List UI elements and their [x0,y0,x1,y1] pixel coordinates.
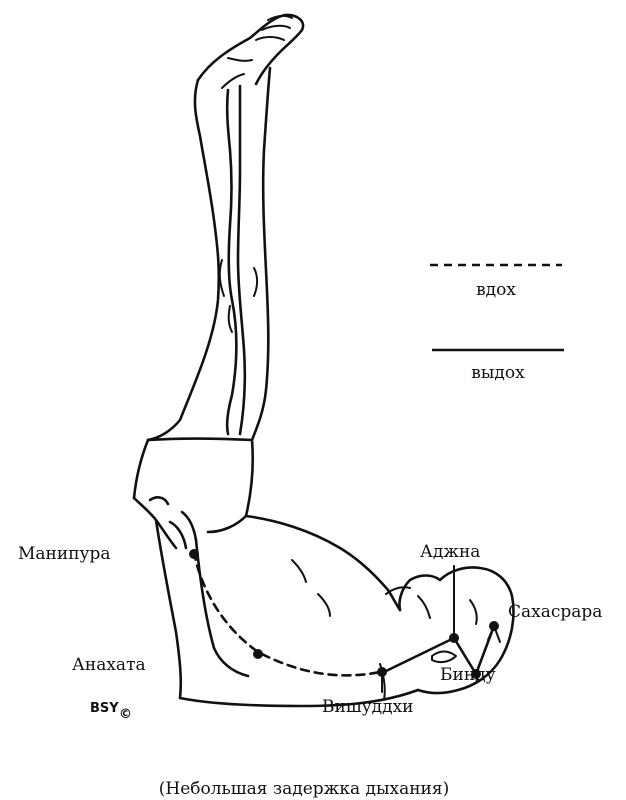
anahata-label: Анахата [72,655,146,675]
artist-signature: BSY © [90,701,132,722]
human-figure-drawing [134,15,514,706]
vishuddhi-dot [377,667,387,677]
manipura-dot [189,549,199,559]
signature-mark: © [119,707,132,722]
ajna-dot [449,633,459,643]
leg-outer [148,80,219,440]
inhale-legend-label: вдох [476,280,516,300]
anahata-dot [253,649,263,659]
chakra-labels: Манипура Анахата Вишуддхи Бинду Аджна Са… [18,542,602,717]
shorts [148,439,253,533]
hands [134,497,196,548]
sahasrara-dot [489,621,499,631]
bindu-label: Бинду [440,665,496,685]
sahasrara-label: Сахасрара [508,602,602,622]
feet [198,15,303,84]
caption: (Небольшая задержка дыхания) [159,779,449,799]
torso [246,516,400,610]
legend: вдох выдох [430,265,564,383]
inhale-dashed-path [194,552,380,675]
vishuddhi-label: Вишуддхи [322,697,413,717]
signature-initials: BSY [90,701,119,716]
ajna-label: Аджна [420,542,480,562]
exhale-legend-label: выдох [471,363,525,383]
manipura-label: Манипура [18,544,111,564]
